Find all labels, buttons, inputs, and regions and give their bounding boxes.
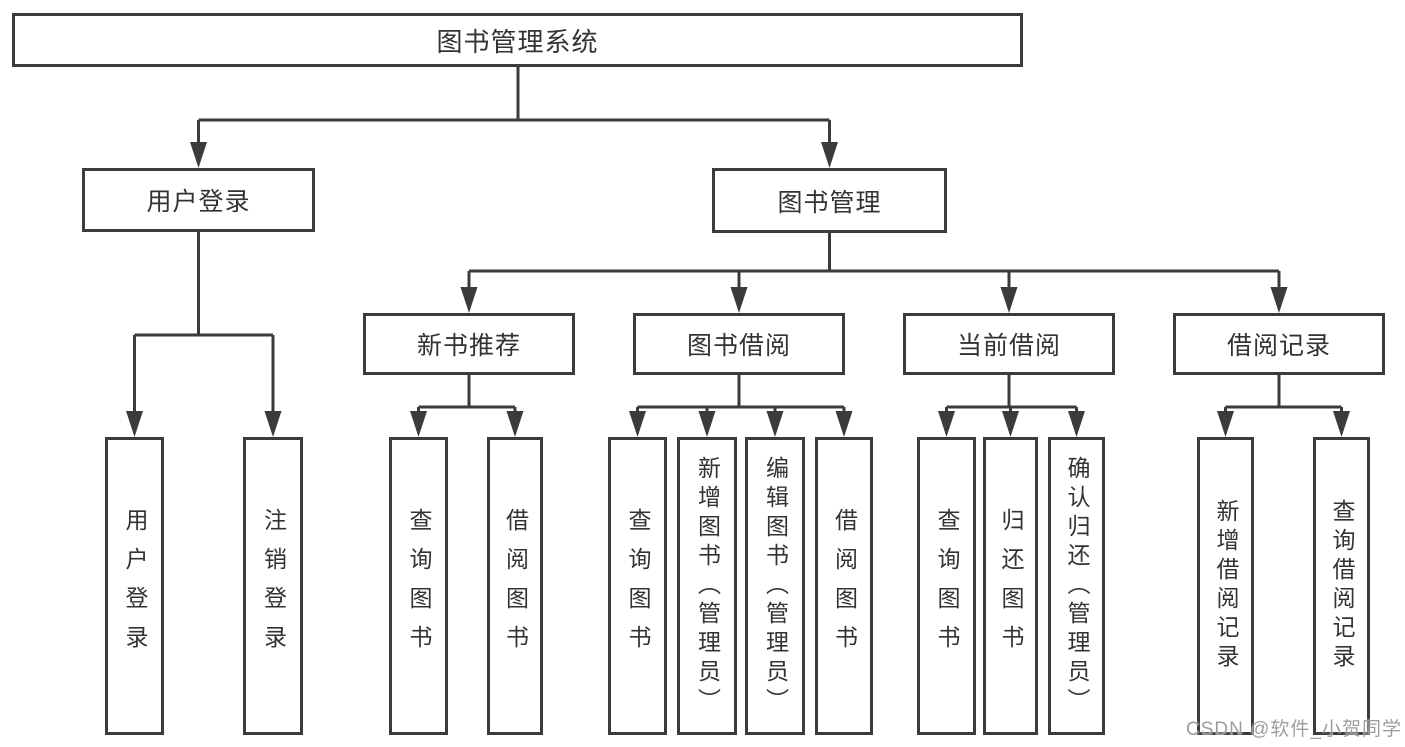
- leaf-edit-book-admin: 编辑图书（管理员）: [745, 437, 805, 735]
- arrowhead: [730, 287, 748, 313]
- arrowhead: [410, 411, 427, 437]
- node-root-label: 图书管理系统: [436, 26, 599, 57]
- node-user-login: 用户登录: [82, 168, 315, 232]
- node-book-management-label: 图书管理: [777, 188, 882, 217]
- connector-book-borrowing: [636, 375, 846, 413]
- arrowhead: [629, 411, 646, 437]
- connector-borrowing-records: [1224, 375, 1343, 413]
- arrowhead: [766, 411, 784, 437]
- leaf-borrow-books-borrowing-label: 借阅图书: [831, 508, 858, 664]
- arrowhead: [506, 411, 524, 437]
- watermark: CSDN @软件_小贺同学: [1186, 719, 1402, 740]
- leaf-add-book-admin-label: 新增图书（管理员）: [694, 455, 721, 717]
- leaf-logout: 注销登录: [243, 437, 303, 735]
- leaf-return-books: 归还图书: [983, 437, 1038, 735]
- leaf-confirm-return-admin: 确认归还（管理员）: [1048, 437, 1105, 735]
- leaf-user-login: 用户登录: [105, 437, 164, 735]
- arrowhead: [190, 142, 207, 168]
- leaf-borrow-books-borrowing: 借阅图书: [815, 437, 873, 735]
- leaf-query-borrow-record-label: 查询借阅记录: [1329, 499, 1355, 673]
- node-user-login-label: 用户登录: [146, 188, 251, 216]
- arrowhead: [126, 411, 143, 437]
- leaf-return-books-label: 归还图书: [998, 508, 1024, 664]
- arrowhead: [835, 411, 853, 437]
- node-borrowing-records: 借阅记录: [1173, 313, 1385, 375]
- arrowhead: [1000, 287, 1018, 313]
- leaf-edit-book-admin-label: 编辑图书（管理员）: [762, 455, 789, 717]
- connector-book-management: [467, 233, 1281, 289]
- arrowheads: [126, 142, 1350, 437]
- connector-new-book-recommend: [417, 375, 517, 413]
- leaf-user-login-label: 用户登录: [122, 508, 148, 664]
- leaf-add-borrow-record: 新增借阅记录: [1197, 437, 1254, 735]
- leaf-query-borrow-record: 查询借阅记录: [1313, 437, 1370, 735]
- node-root: 图书管理系统: [12, 13, 1023, 67]
- leaf-query-books-recommend: 查询图书: [389, 437, 448, 735]
- arrowhead: [264, 411, 282, 437]
- leaf-add-borrow-record-label: 新增借阅记录: [1213, 499, 1239, 673]
- node-current-borrowing-label: 当前借阅: [956, 332, 1061, 360]
- leaf-query-books-borrowing: 查询图书: [608, 437, 667, 735]
- node-book-borrowing-label: 图书借阅: [686, 332, 791, 360]
- leaf-query-books-current-label: 查询图书: [934, 508, 960, 664]
- leaf-query-books-borrowing-label: 查询图书: [625, 508, 651, 664]
- leaf-query-books-current: 查询图书: [917, 437, 976, 735]
- connector-user-login: [133, 232, 275, 413]
- leaf-logout-label: 注销登录: [260, 508, 287, 664]
- node-borrowing-records-label: 借阅记录: [1226, 332, 1331, 360]
- node-current-borrowing: 当前借阅: [903, 313, 1115, 375]
- leaf-borrow-books-recommend-label: 借阅图书: [502, 508, 529, 664]
- arrowhead: [698, 411, 716, 437]
- connector-current-borrowing: [945, 375, 1078, 413]
- arrowhead: [1270, 287, 1288, 313]
- arrowhead: [1217, 411, 1234, 437]
- arrowhead: [821, 142, 838, 168]
- arrowhead: [938, 411, 955, 437]
- arrowhead: [1333, 411, 1350, 437]
- node-new-book-recommend-label: 新书推荐: [416, 332, 521, 360]
- arrowhead: [1068, 411, 1085, 437]
- connector-root: [197, 67, 831, 146]
- node-book-borrowing: 图书借阅: [633, 313, 845, 375]
- leaf-add-book-admin: 新增图书（管理员）: [677, 437, 737, 735]
- leaf-query-books-recommend-label: 查询图书: [406, 508, 432, 664]
- leaf-borrow-books-recommend: 借阅图书: [487, 437, 543, 735]
- node-book-management: 图书管理: [712, 168, 947, 233]
- arrowhead: [460, 287, 478, 313]
- leaf-confirm-return-admin-label: 确认归还（管理员）: [1064, 455, 1090, 717]
- node-new-book-recommend: 新书推荐: [363, 313, 575, 375]
- arrowhead: [1002, 411, 1019, 437]
